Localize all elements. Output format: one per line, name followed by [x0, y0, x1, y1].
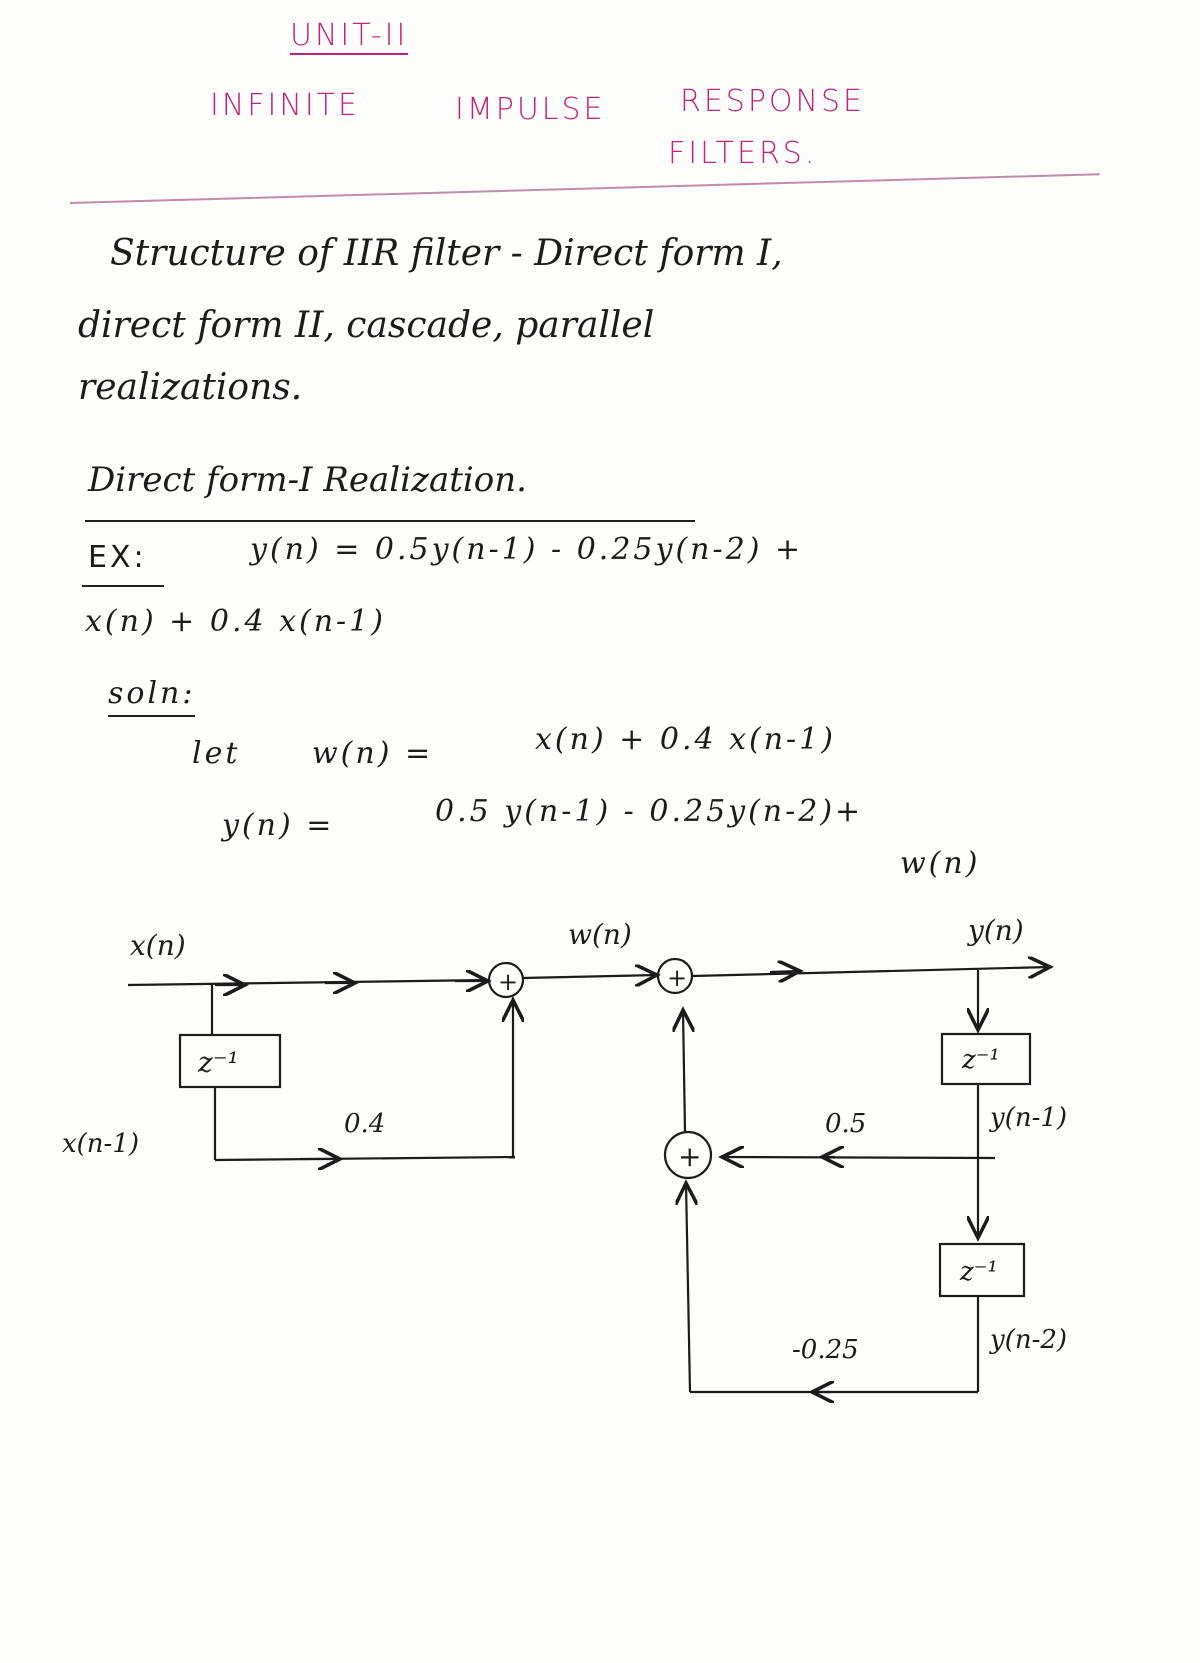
output-arrow-mid — [769, 971, 800, 972]
adder-3 — [663, 1130, 713, 1180]
solution-label: soln: — [108, 676, 196, 717]
gain-04-label: 0.4 — [344, 1109, 385, 1139]
delay-block-y2 — [938, 1242, 1026, 1298]
w-definition-rhs: x(n) + 0.4 x(n-1) — [535, 722, 836, 757]
example-equation-line-1: y(n) = 0.5y(n-1) - 0.25y(n-2) + — [250, 532, 804, 567]
delay-y1-label: z⁻¹ — [961, 1045, 1000, 1075]
gain-05-line — [722, 1157, 996, 1158]
y-n-label: y(n) — [966, 914, 1024, 947]
x-n1-gain-line — [214, 1155, 516, 1162]
adder-3-to-adder-2-line — [683, 1010, 685, 1133]
output-signal-line — [691, 967, 1050, 976]
gain-025-to-adder-3-line — [686, 1183, 690, 1393]
delay-block-x — [178, 1033, 282, 1089]
w-n-label: w(n) — [568, 918, 632, 951]
y-n2-label: y(n-2) — [989, 1325, 1067, 1355]
title-word-impulse: IMPULSE — [455, 92, 606, 127]
title-word-filters: FILTERS. — [668, 136, 818, 171]
example-equation-line-2: x(n) + 0.4 x(n-1) — [85, 604, 386, 639]
intro-line-3: realizations. — [78, 367, 303, 408]
y-definition-lhs: y(n) = — [222, 808, 335, 843]
w-n-line — [522, 975, 657, 978]
adder-1-sign: + — [498, 968, 518, 996]
unit-heading: UNIT-II — [290, 18, 409, 55]
gain-025-label: -0.25 — [792, 1335, 859, 1365]
title-word-response: RESPONSE — [680, 84, 865, 119]
x-n1-label: x(n-1) — [62, 1129, 139, 1159]
adder-1 — [487, 961, 525, 999]
example-label-underline — [82, 585, 164, 587]
input-signal-line — [127, 978, 491, 987]
gain-05-label: 0.5 — [825, 1109, 866, 1139]
example-label: EX: — [88, 540, 147, 575]
section-heading: Direct form-I Realization. — [88, 460, 527, 500]
x-n-label: x(n) — [130, 929, 186, 962]
intro-line-2: direct form II, cascade, parallel — [78, 305, 655, 346]
delay-x-label: z⁻¹ — [197, 1046, 239, 1079]
delay-y2-label: z⁻¹ — [959, 1257, 998, 1287]
y-n1-label: y(n-1) — [989, 1103, 1067, 1133]
section-heading-underline — [85, 520, 695, 522]
solution-let: let — [192, 736, 241, 771]
title-word-infinite: INFINITE — [210, 88, 360, 123]
y-definition-rhs: 0.5 y(n-1) - 0.25y(n-2)+ — [435, 794, 864, 829]
w-definition-lhs: w(n) = — [312, 736, 434, 771]
delay-block-y1 — [940, 1032, 1032, 1086]
y-definition-tail: w(n) — [900, 846, 981, 881]
intro-line-1: Structure of IIR filter - Direct form I, — [110, 233, 783, 274]
adder-2-sign: + — [667, 964, 687, 992]
adder-3-sign: + — [678, 1140, 701, 1173]
